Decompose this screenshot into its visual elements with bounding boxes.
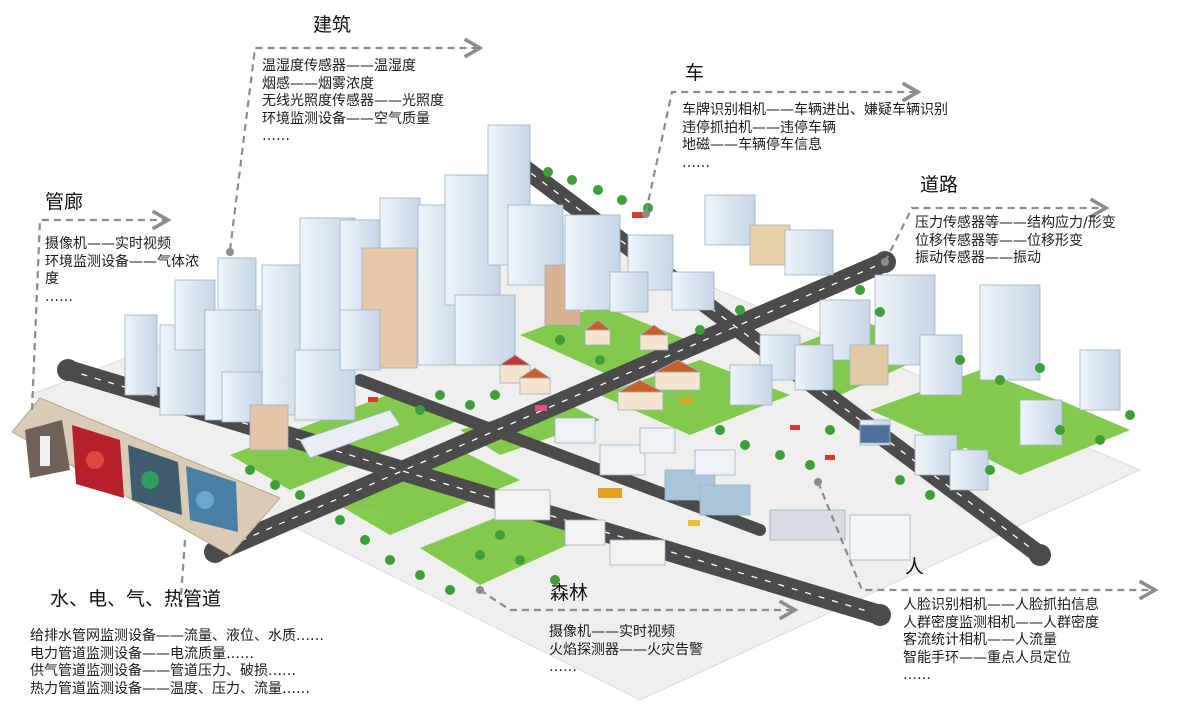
- pipeline-item: 供气管道监测设备——管道压力、破损……: [30, 663, 296, 679]
- vehicles: [368, 212, 835, 526]
- building-item: 温湿度传感器——温湿度: [262, 58, 416, 74]
- forest-item: 火焰探测器——火灾告警: [549, 641, 703, 658]
- corridor-item: 摄像机——实时视频: [45, 236, 171, 252]
- forest-item: 摄像机——实时视频: [549, 624, 675, 640]
- low-buildings: [299, 319, 911, 566]
- road-list: 压力传感器等——结构应力/形变 位移传感器等——位移形变 振动传感器——振动: [915, 215, 1116, 268]
- pipeline-item: 给排水管网监测设备——流量、液位、水质……: [30, 628, 324, 644]
- buildings: [124, 124, 1121, 491]
- pipeline-item: 热力管道监测设备——温度、压力、流量……: [30, 680, 310, 697]
- corridor-item: 环境监测设备——气体浓: [45, 253, 199, 270]
- building-item: ……: [262, 128, 290, 144]
- people-item: 人群密度监测相机——人群密度: [903, 614, 1099, 631]
- vehicle-title: 车: [685, 62, 705, 84]
- pipeline-title: 水、电、气、热管道: [50, 588, 222, 610]
- trees: [245, 167, 1135, 595]
- vehicle-item: ……: [682, 154, 710, 171]
- road-item: 压力传感器等——结构应力/形变: [915, 215, 1116, 231]
- pipeline-list: 给排水管网监测设备——流量、液位、水质…… 电力管道监测设备——电流质量…… 供…: [30, 628, 324, 698]
- corridor-item: ……: [45, 288, 73, 305]
- building-item: 无线光照度传感器——光照度: [262, 93, 444, 109]
- people-title: 人: [905, 556, 925, 578]
- people-item: 智能手环——重点人员定位: [903, 649, 1071, 666]
- people-item: 人脸识别相机——人脸抓拍信息: [903, 597, 1099, 613]
- callout-anchors: [226, 210, 889, 594]
- people-item: ……: [903, 667, 931, 683]
- building-title: 建筑: [313, 14, 352, 36]
- vehicle-item: 车牌识别相机——车辆进出、嫌疑车辆识别: [682, 102, 948, 118]
- people-list: 人脸识别相机——人脸抓拍信息 人群密度监测相机——人群密度 客流统计相机——人流…: [903, 597, 1099, 685]
- vehicle-item: 地磁——车辆停车信息: [682, 137, 822, 153]
- callout-leaders: [30, 37, 1159, 621]
- corridor-item: 度: [45, 271, 59, 287]
- building-item: 烟感——烟雾浓度: [262, 75, 374, 92]
- building-item: 环境监测设备——空气质量: [262, 110, 430, 127]
- road-title: 道路: [920, 174, 959, 196]
- corridor-list: 摄像机——实时视频 环境监测设备——气体浓 度 ……: [45, 236, 199, 306]
- vehicle-list: 车牌识别相机——车辆进出、嫌疑车辆识别 违停抓拍机——违停车辆 地磁——车辆停车…: [682, 102, 948, 172]
- people-item: 客流统计相机——人流量: [903, 632, 1057, 648]
- forest-item: ……: [549, 659, 577, 675]
- forest-title: 森林: [550, 582, 589, 604]
- pipeline-item: 电力管道监测设备——电流质量……: [30, 645, 254, 662]
- road-item: 位移传感器等——位移形变: [915, 232, 1083, 249]
- vehicle-item: 违停抓拍机——违停车辆: [682, 119, 836, 136]
- forest-list: 摄像机——实时视频 火焰探测器——火灾告警 ……: [549, 624, 703, 677]
- pipe-corridor-cutaway: [11, 397, 281, 556]
- building-list: 温湿度传感器——温湿度 烟感——烟雾浓度 无线光照度传感器——光照度 环境监测设…: [262, 58, 444, 146]
- road-item: 振动传感器——振动: [915, 250, 1041, 266]
- corridor-title: 管廊: [45, 191, 84, 213]
